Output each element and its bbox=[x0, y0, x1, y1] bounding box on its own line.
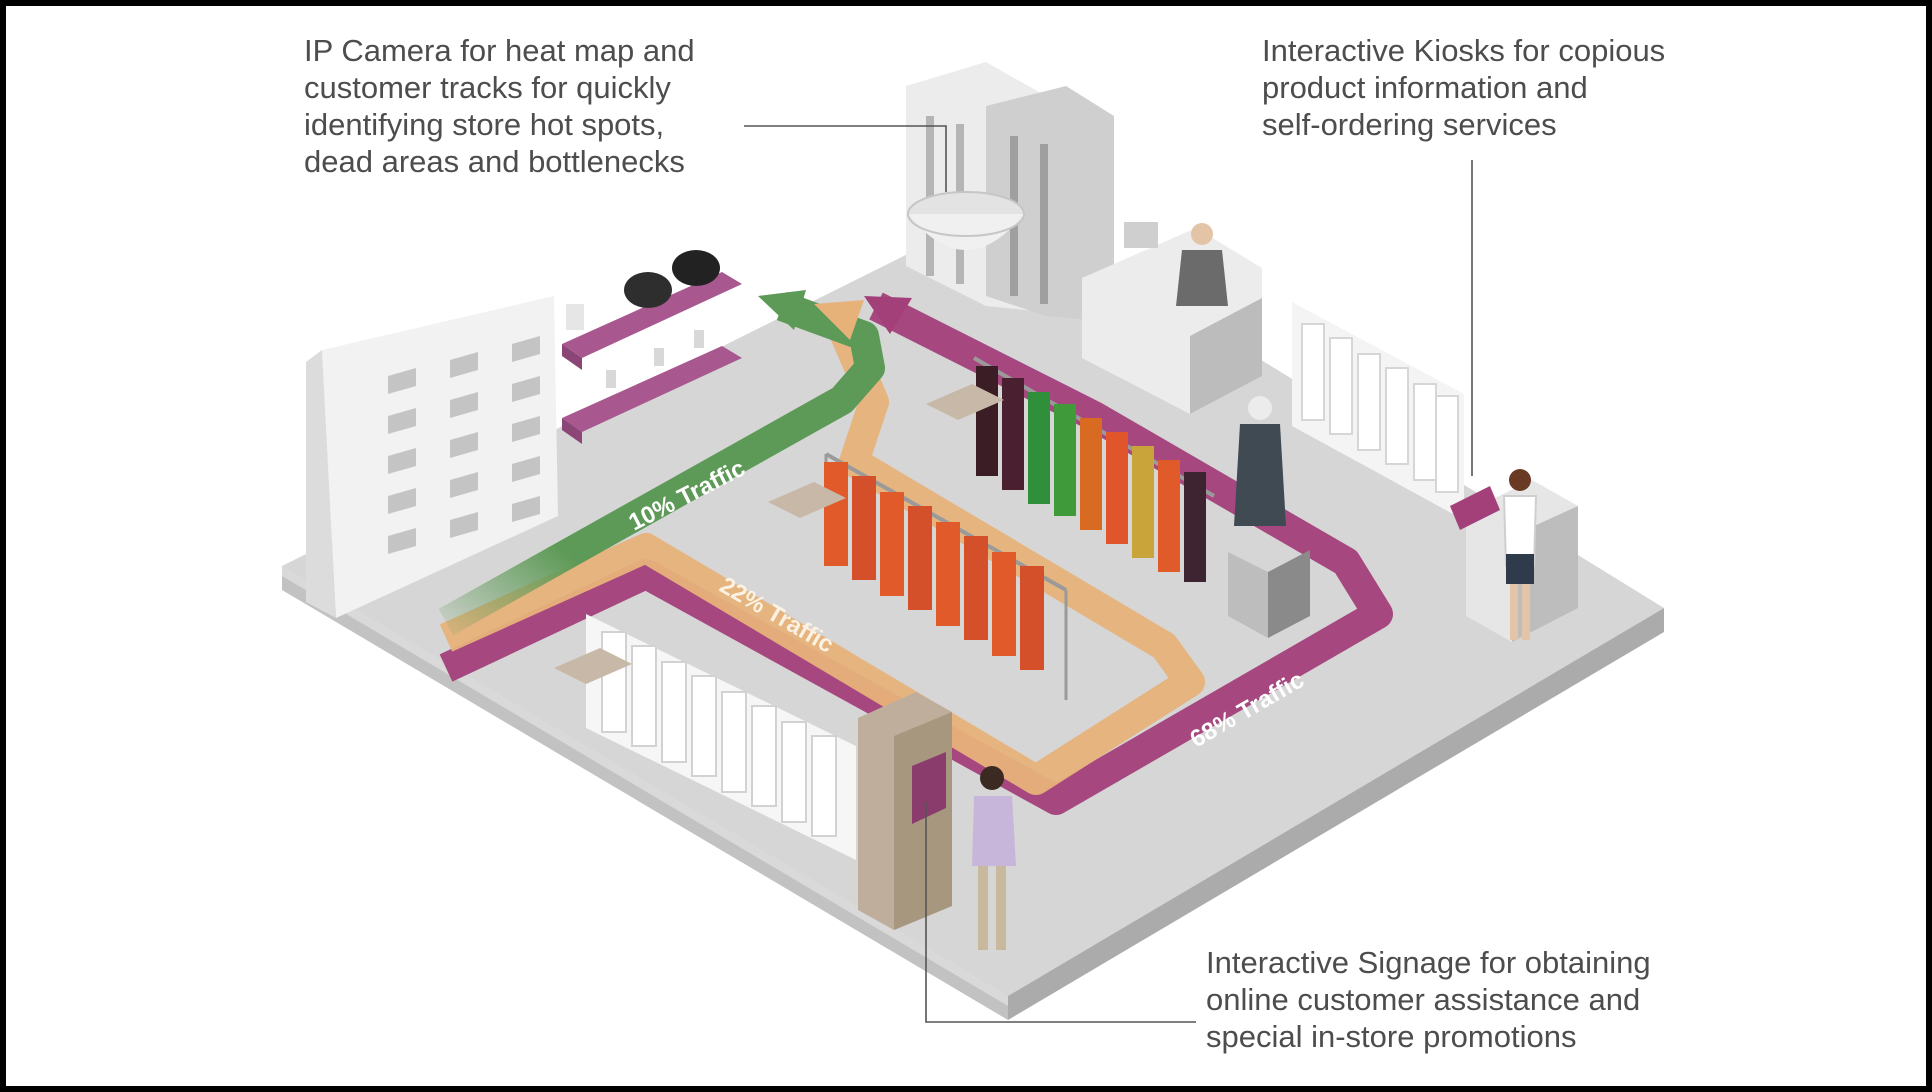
camera-leader-line bbox=[744, 125, 947, 192]
handbag-icon bbox=[624, 272, 672, 308]
callout-leader-lines bbox=[744, 125, 1473, 1023]
orange-traffic-path bbox=[439, 308, 1205, 795]
mannequin-figure bbox=[1228, 396, 1310, 638]
dome-camera-icon bbox=[907, 191, 1025, 250]
kiosk-user-figure bbox=[1502, 469, 1538, 640]
shopper-figure bbox=[972, 766, 1016, 950]
orange-garment-rack bbox=[824, 452, 1068, 700]
green-arrowhead bbox=[758, 290, 806, 330]
purple-traffic-path bbox=[439, 292, 1393, 815]
kiosk-screen bbox=[1450, 486, 1500, 530]
wall-shelving-unit bbox=[306, 296, 558, 618]
store-illustration: 10% Traffic 22% Traffic 68% Traffic bbox=[282, 62, 1664, 1023]
multicolor-garment-rack bbox=[973, 356, 1215, 582]
callout-interactive-kiosks: Interactive Kiosks for copious product i… bbox=[1262, 33, 1666, 142]
handbag-icon bbox=[672, 250, 720, 286]
orange-arrowhead bbox=[814, 300, 864, 340]
white-garment-rack-front bbox=[586, 614, 856, 860]
interactive-signage-pillar bbox=[858, 692, 952, 930]
signage-screen bbox=[912, 752, 946, 824]
purple-arrowhead bbox=[864, 296, 912, 334]
callout-ip-camera: IP Camera for heat map and customer trac… bbox=[304, 33, 695, 179]
diagram-frame: 10% Traffic 22% Traffic 68% Traffic bbox=[6, 6, 1926, 1086]
signage-leader-line bbox=[925, 802, 1196, 1023]
security-gates bbox=[906, 62, 1114, 322]
white-garment-rack-right bbox=[1292, 302, 1464, 520]
traffic-arrowheads bbox=[758, 290, 912, 340]
accessory-shelves bbox=[562, 250, 742, 444]
cashier-figure bbox=[1176, 223, 1228, 306]
callout-interactive-signage: Interactive Signage for obtaining online… bbox=[1206, 945, 1651, 1054]
floor-pads bbox=[554, 384, 1004, 684]
